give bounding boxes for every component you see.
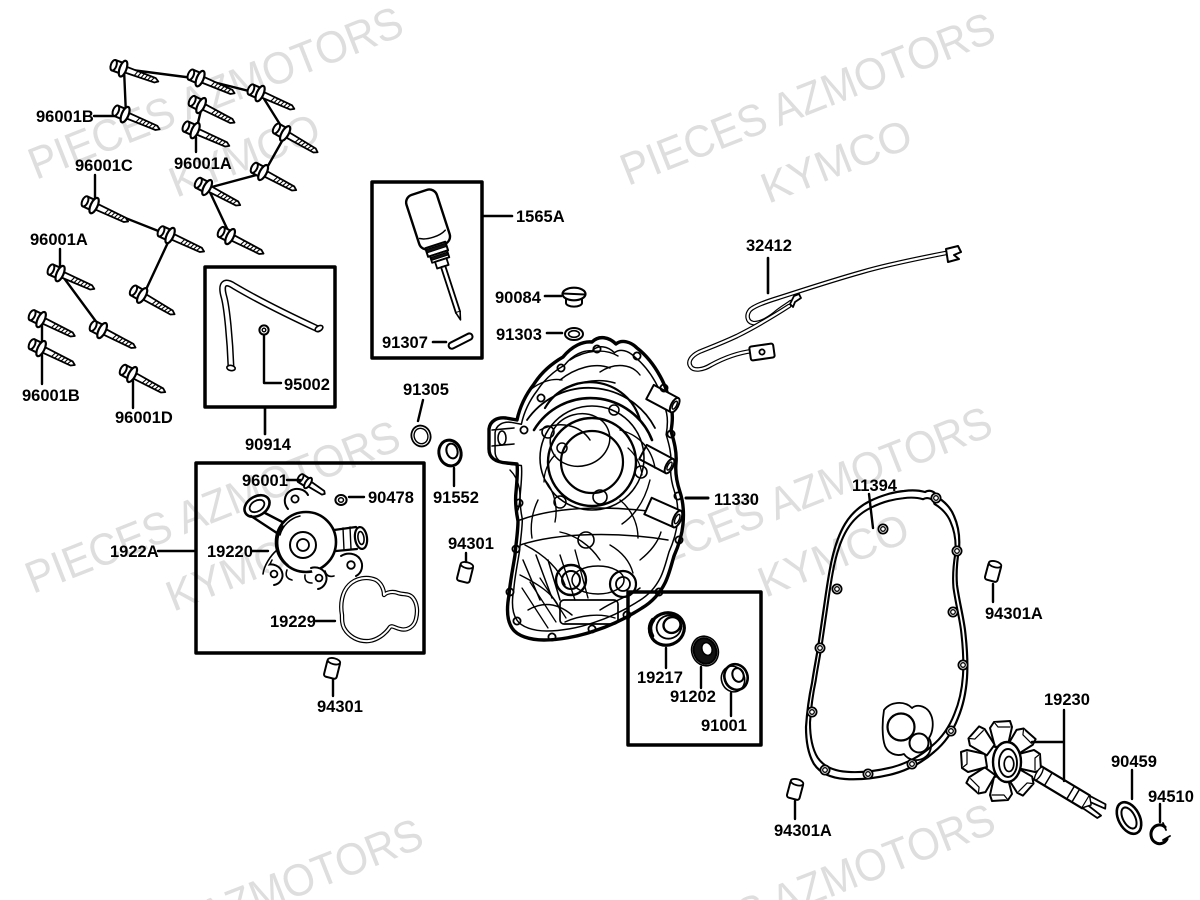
svg-text:11394: 11394: [852, 477, 898, 495]
svg-text:96001C: 96001C: [75, 157, 133, 175]
svg-text:90914: 90914: [245, 436, 292, 454]
svg-text:91001: 91001: [701, 717, 747, 735]
svg-text:19217: 19217: [637, 669, 683, 687]
svg-text:94301: 94301: [448, 535, 494, 553]
svg-text:1565A: 1565A: [516, 208, 565, 226]
svg-text:94301A: 94301A: [985, 605, 1043, 623]
svg-text:94510: 94510: [1148, 788, 1194, 806]
svg-text:95002: 95002: [284, 376, 330, 394]
svg-text:1922A: 1922A: [110, 543, 159, 561]
svg-text:91552: 91552: [433, 489, 479, 507]
svg-text:96001A: 96001A: [174, 155, 232, 173]
svg-text:96001D: 96001D: [115, 409, 173, 427]
svg-text:96001A: 96001A: [30, 231, 88, 249]
svg-text:19229: 19229: [270, 613, 316, 631]
svg-text:90459: 90459: [1111, 753, 1157, 771]
svg-text:19220: 19220: [207, 543, 253, 561]
svg-text:94301: 94301: [317, 698, 363, 716]
svg-text:90478: 90478: [368, 489, 414, 507]
svg-text:11330: 11330: [714, 491, 759, 509]
svg-text:96001B: 96001B: [22, 387, 80, 405]
svg-text:94301A: 94301A: [774, 822, 832, 840]
svg-text:32412: 32412: [746, 237, 792, 255]
svg-text:90084: 90084: [495, 289, 542, 307]
svg-text:96001: 96001: [242, 472, 288, 490]
svg-text:91303: 91303: [496, 326, 542, 344]
svg-text:96001B: 96001B: [36, 108, 94, 126]
svg-text:91307: 91307: [382, 334, 428, 352]
svg-text:91305: 91305: [403, 381, 449, 399]
svg-text:91202: 91202: [670, 688, 716, 706]
svg-text:19230: 19230: [1044, 691, 1090, 709]
